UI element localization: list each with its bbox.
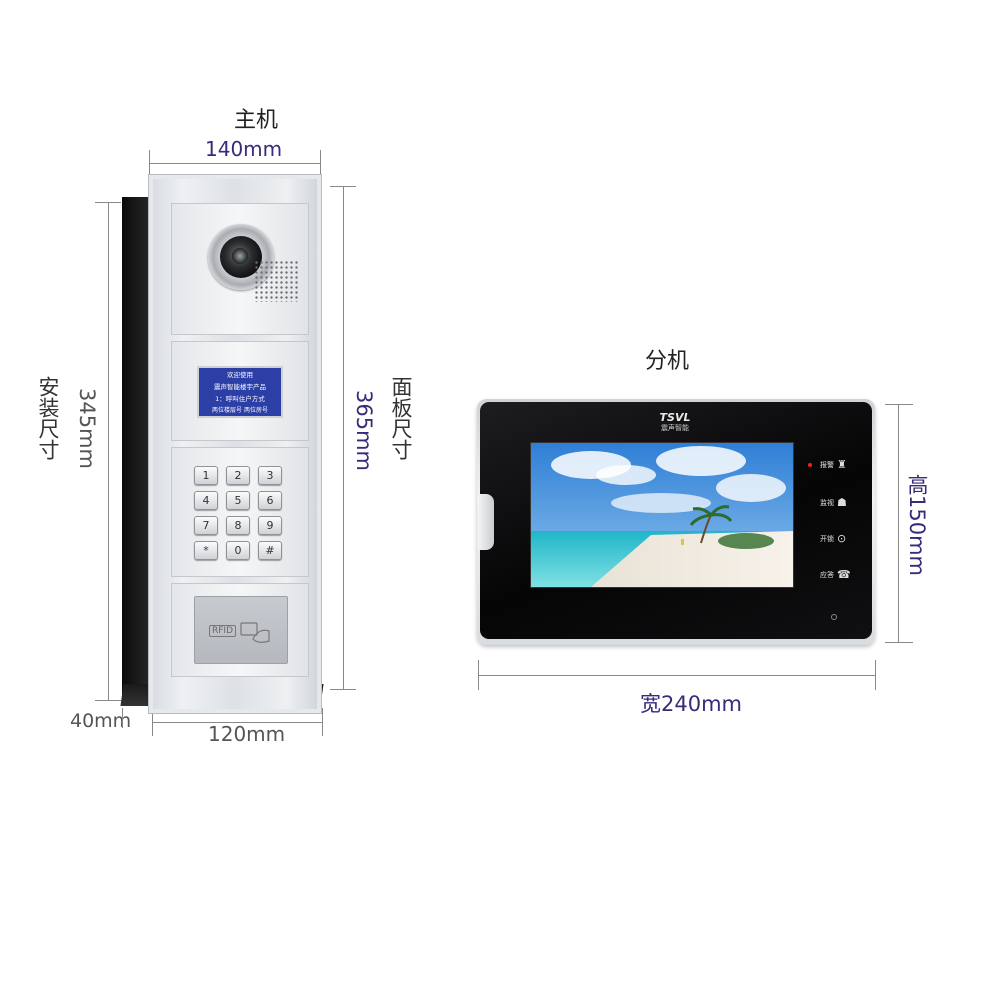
camera-icon	[208, 224, 274, 290]
brand-logo: TSVL 震声智能	[645, 411, 705, 433]
install-size-label: 安装尺寸	[36, 376, 60, 460]
answer-button-label: 应答	[820, 570, 834, 579]
bottom-width-value: 120mm	[208, 722, 286, 746]
bottom-tick-left	[152, 708, 153, 736]
lcd-line-2: 震声智能楼宇产品	[214, 383, 266, 391]
panel-height: 365mm	[352, 390, 376, 471]
key-6[interactable]: 6	[258, 491, 282, 510]
panel-tick-top	[330, 186, 356, 187]
top-width-tick-left	[149, 150, 150, 176]
install-tick-top	[95, 202, 121, 203]
main-unit-mount-box	[122, 197, 152, 705]
key-9[interactable]: 9	[258, 516, 282, 535]
bottom-width-line	[152, 722, 322, 723]
unlock-button[interactable]: 开锁 ⊙	[820, 532, 846, 545]
key-4[interactable]: 4	[194, 491, 218, 510]
sub-height-tick-bottom	[885, 642, 913, 643]
side-speaker-grill	[478, 494, 494, 550]
top-width-tick-right	[320, 150, 321, 176]
monitor-screen	[530, 442, 794, 588]
lcd-line-4: 两位楼层号 两位房号	[212, 407, 268, 414]
sub-unit-height: 高150mm	[905, 474, 929, 576]
rfid-card-icon: RFID	[209, 625, 237, 637]
key-hash[interactable]: #	[258, 541, 282, 560]
key-2[interactable]: 2	[226, 466, 250, 485]
keypad: 1 2 3 4 5 6 7 8 9 * 0 #	[194, 466, 286, 560]
main-unit-title: 主机	[234, 108, 279, 133]
key-star[interactable]: *	[194, 541, 218, 560]
install-tick-bottom	[95, 700, 121, 701]
unlock-button-label: 开锁	[820, 534, 834, 543]
speaker-grill	[254, 260, 300, 302]
sub-height-tick-top	[885, 404, 913, 405]
sub-width-tick-left	[478, 660, 479, 690]
sub-width-tick-right	[875, 660, 876, 690]
alarm-button[interactable]: 报警 ♜	[820, 458, 847, 471]
lcd-line-3: 1：呼叫住户方式	[215, 395, 265, 403]
sub-height-line	[898, 404, 899, 642]
depth-value: 40mm	[70, 710, 132, 732]
alarm-icon: ♜	[837, 458, 847, 471]
answer-button[interactable]: 应答 ☎	[820, 568, 851, 581]
panel-height-line	[343, 186, 344, 690]
indoor-monitor: TSVL 震声智能	[477, 399, 875, 645]
install-height: 345mm	[75, 388, 99, 469]
monitor-icon: ☗	[837, 496, 847, 509]
key-7[interactable]: 7	[194, 516, 218, 535]
rfid-section: RFID	[171, 583, 309, 677]
key-8[interactable]: 8	[226, 516, 250, 535]
rfid-reader[interactable]: RFID	[194, 596, 288, 664]
display-section: 欢迎使用 震声智能楼宇产品 1：呼叫住户方式 两位楼层号 两位房号	[171, 341, 309, 441]
key-1[interactable]: 1	[194, 466, 218, 485]
brand-name-cn: 震声智能	[661, 424, 689, 432]
sub-unit-title: 分机	[645, 349, 690, 374]
alarm-button-label: 报警	[820, 460, 834, 469]
main-unit-top-width: 140mm	[205, 137, 283, 161]
sub-width-line	[478, 675, 875, 676]
monitor-button-label: 监视	[820, 498, 834, 507]
hand-card-icon	[240, 622, 270, 643]
panel-size-label: 面板尺寸	[389, 376, 413, 460]
phone-icon: ☎	[837, 568, 851, 581]
main-unit-panel: 欢迎使用 震声智能楼宇产品 1：呼叫住户方式 两位楼层号 两位房号 1 2 3 …	[148, 174, 322, 714]
unlock-icon: ⊙	[837, 532, 847, 545]
key-3[interactable]: 3	[258, 466, 282, 485]
panel-tick-bottom	[330, 689, 356, 690]
depth-tick	[122, 708, 123, 728]
bottom-tick-right	[322, 708, 323, 736]
microphone-pinhole	[831, 614, 837, 620]
lcd-line-1: 欢迎使用	[227, 371, 253, 379]
key-5[interactable]: 5	[226, 491, 250, 510]
key-0[interactable]: 0	[226, 541, 250, 560]
keypad-section: 1 2 3 4 5 6 7 8 9 * 0 #	[171, 447, 309, 577]
brand-name: TSVL	[659, 411, 691, 424]
monitor-button[interactable]: 监视 ☗	[820, 496, 847, 509]
monitor-face: TSVL 震声智能	[478, 402, 872, 639]
alarm-led	[808, 463, 812, 467]
sub-unit-width: 宽240mm	[640, 692, 742, 716]
top-width-line	[150, 163, 320, 164]
lcd-display: 欢迎使用 震声智能楼宇产品 1：呼叫住户方式 两位楼层号 两位房号	[197, 366, 283, 418]
install-height-line	[108, 202, 109, 700]
camera-section	[171, 203, 309, 335]
beach-wallpaper	[531, 443, 793, 587]
